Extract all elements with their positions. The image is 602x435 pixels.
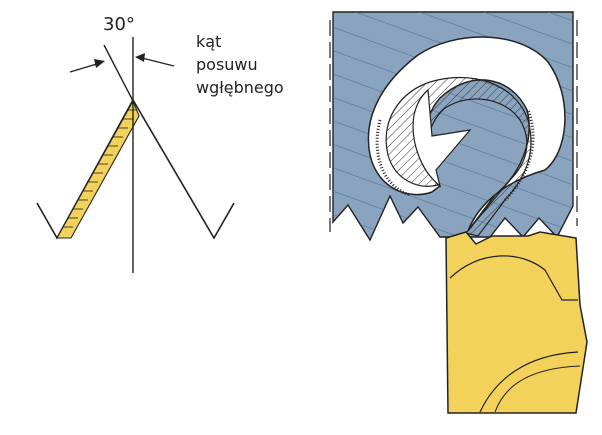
- angle-arrow-left-shaft: [69, 62, 101, 73]
- infeed-label-line3: wgłębnego: [196, 78, 284, 97]
- insert-flank-hatch: [63, 109, 137, 228]
- insert-contour-line-3: [494, 365, 581, 413]
- right-cutting-illustration: [329, 11, 588, 414]
- insert-flank-yellow: [56, 99, 140, 239]
- insert-contour-line-1: [449, 255, 578, 301]
- cutting-insert: [445, 231, 588, 414]
- infeed-direction-line: [103, 44, 134, 102]
- left-profile-diagram: 30° kąt posuwu wgłębnego: [36, 14, 284, 273]
- angle-arrow-right-head: [135, 53, 145, 62]
- infeed-label-line1: kąt: [196, 32, 221, 51]
- angle-arrow-right-shaft: [141, 57, 175, 67]
- angle-label: 30°: [103, 14, 135, 35]
- insert-contour-line-2: [479, 351, 579, 413]
- angle-arrow-left-head: [94, 59, 105, 68]
- chip-inner-notch: [412, 88, 472, 188]
- infeed-label-line2: posuwu: [196, 55, 258, 74]
- chip-edge-ticks: [375, 109, 535, 202]
